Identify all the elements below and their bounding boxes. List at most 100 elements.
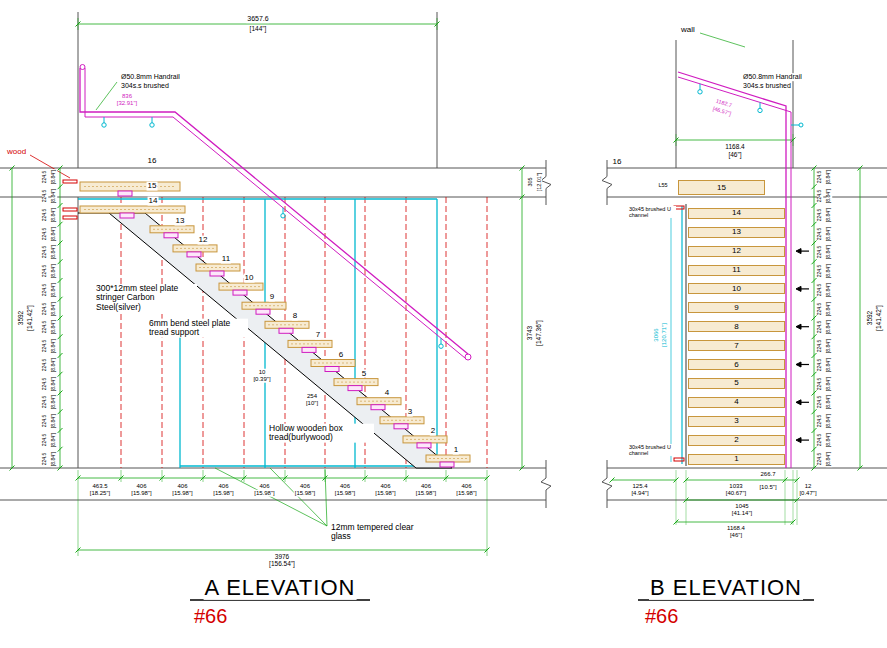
dimension-line [860, 168, 861, 468]
handrail [85, 68, 465, 358]
dimension-text: 305 [527, 176, 533, 187]
view-title: B ELEVATION [649, 576, 803, 600]
slab-edge [607, 197, 887, 198]
dimension-tick [812, 466, 817, 471]
dimension-text: [156.54"] [268, 560, 296, 567]
tread-support [417, 443, 431, 448]
tread-number: 10 [732, 285, 741, 293]
tread-number: 8 [292, 312, 298, 321]
dimension-text: [8.84"] [826, 375, 832, 391]
tread-box: 13 [688, 227, 785, 238]
dimension-text: 3743 [526, 325, 533, 341]
break-line [602, 460, 612, 508]
extension-line [686, 470, 687, 525]
stair-tread [242, 302, 286, 309]
tread-number: 3 [407, 407, 413, 416]
extension-line [676, 470, 677, 525]
dimension-text: 224.5 [817, 339, 823, 354]
tread-number: 11 [221, 255, 231, 264]
dimension-text: 406 [135, 483, 147, 490]
dimension-tick [58, 241, 63, 246]
callout-text: wall [680, 26, 696, 35]
dimension-tick [58, 278, 63, 283]
stair-tread [311, 360, 355, 367]
tread-number: 4 [384, 388, 390, 397]
channel-line [686, 204, 687, 466]
dimension-text: 224.5 [42, 376, 48, 391]
tread-number: 11 [732, 266, 740, 274]
stair-tread [403, 436, 447, 443]
stair-tread [380, 417, 424, 424]
dimension-text: [18.25"] [89, 490, 111, 497]
dimension-text: 224.5 [817, 283, 823, 298]
dimension-text: [12.01"] [536, 172, 542, 193]
tread-box: 9 [688, 302, 785, 313]
dimension-text: 224.5 [42, 245, 48, 260]
extension-line [203, 470, 204, 482]
wood-shim [63, 180, 77, 183]
dimension-tick [812, 428, 817, 433]
tread-number: 12 [198, 235, 209, 244]
dimension-text: 224.5 [42, 414, 48, 429]
tread-hatch [360, 401, 398, 402]
drawing-number: #66 [193, 605, 228, 627]
handrail-bracket [281, 214, 285, 218]
handrail-bracket [700, 84, 701, 90]
dimension-text: 406 [339, 483, 351, 490]
dimension-tick [58, 353, 63, 358]
dimension-tick [812, 278, 817, 283]
dimension-text: 224.5 [817, 245, 823, 260]
slab-edge [0, 468, 546, 469]
dimension-text: 224.5 [817, 226, 823, 241]
dimension-text: [8.84"] [51, 263, 57, 279]
tread-hatch [84, 209, 181, 210]
handrail-bracket [760, 102, 761, 108]
dimension-text: [8.84"] [826, 394, 832, 410]
anchor-arrow [796, 362, 801, 367]
dimension-text: 254 [306, 393, 318, 400]
dimension-text: 3066 [653, 327, 660, 342]
dimension-text: [15.98"] [253, 490, 275, 497]
dimension-text: 406 [258, 483, 270, 490]
tread-hatch [268, 324, 306, 325]
dimension-tick [520, 166, 525, 171]
dimension-tick [812, 447, 817, 452]
stair-tread [265, 321, 309, 328]
tread-number: 2 [734, 436, 738, 444]
dimension-line [686, 480, 797, 481]
tread-number: 14 [148, 197, 159, 206]
tread-number: 4 [734, 398, 738, 406]
dimension-tick [10, 466, 15, 471]
tread-hatch [291, 343, 329, 344]
dimension-text: 224.5 [817, 189, 823, 204]
dimension-line [676, 140, 793, 141]
wood-shim [63, 208, 77, 211]
dimension-text: [15.98"] [171, 490, 193, 497]
dimension-text: 406 [379, 483, 391, 490]
dimension-tick [58, 428, 63, 433]
dimension-text: 406 [299, 483, 311, 490]
wood-shim [63, 216, 77, 219]
leader-line [30, 155, 70, 178]
tread-hatch [245, 305, 283, 306]
dimension-text: [8.84"] [826, 413, 832, 429]
dimension-tick [58, 391, 63, 396]
dimension-line [676, 522, 793, 523]
tread-number: 13 [175, 216, 186, 225]
dimension-text: [15.98"] [334, 490, 356, 497]
dimension-text: [15.98"] [374, 490, 396, 497]
callout-text: 304s.s brushed [742, 82, 792, 90]
tread-number: 12 [732, 247, 741, 255]
tread-hatch [337, 382, 375, 383]
tread-support [440, 462, 454, 467]
stair-tread [288, 340, 332, 347]
dimension-text: 406 [217, 483, 229, 490]
dimension-text: [10.5"] [758, 484, 777, 491]
dimension-tick [812, 353, 817, 358]
dimension-text: [8.84"] [826, 207, 832, 223]
tread-number: 15 [717, 184, 726, 192]
landing-tread [80, 182, 180, 191]
dimension-text: [120.71"] [661, 322, 668, 348]
dimension-text: [8.84"] [826, 225, 832, 241]
note-text: 300*12mm steel plate stringer Carbon Ste… [95, 284, 197, 312]
